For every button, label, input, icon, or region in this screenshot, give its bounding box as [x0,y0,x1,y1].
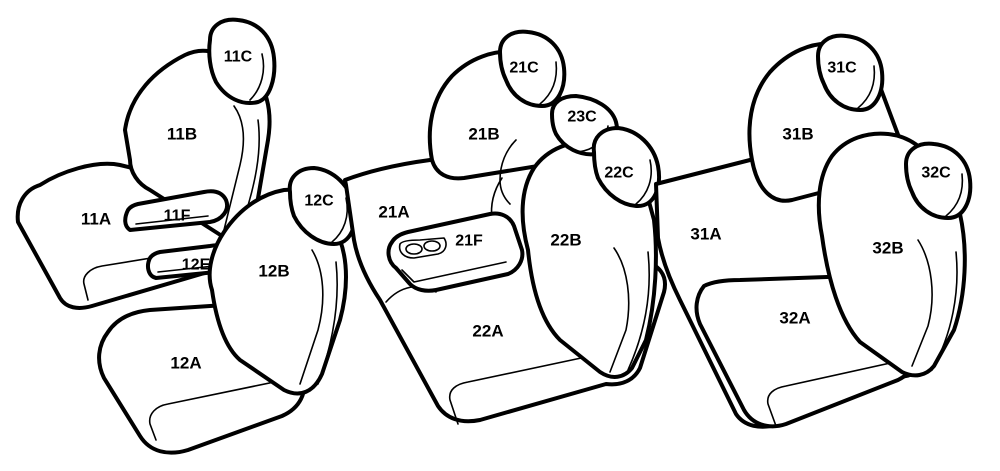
label-11c: 11C [224,49,253,66]
label-32c: 32C [921,165,951,182]
seat-11-group [15,17,277,310]
seat-11f-armrest-seam [135,215,209,225]
seat-31c-headrest [816,33,885,112]
seat-12b-side-seam-2 [317,261,338,385]
seat-21f-armrest [386,211,525,293]
seat-21c-headrest [498,29,567,108]
seat-32c-headrest [904,141,973,220]
cup-hole-1 [405,243,423,255]
seat-12-group [97,166,357,455]
label-21b: 21B [468,125,499,144]
label-11a: 11A [81,210,111,229]
seat-12e-armrest-seam [157,265,215,273]
label-32a: 32A [779,309,810,328]
cup-holder [398,237,447,259]
label-11b: 11B [167,125,197,144]
label-32b: 32B [872,239,903,258]
label-12e: 12E [182,257,211,274]
label-12a: 12A [170,354,201,373]
seat-22c-headrest-seam [635,159,652,205]
seat-12a-cushion-seam [148,379,285,441]
seat-11f-armrest [123,189,229,232]
label-22c: 22C [604,165,634,182]
seat-21a-cushion-seam [448,353,601,425]
seat-11a-cushion-seam [82,249,201,301]
seat-22b-side-seam-2 [627,251,650,371]
cup-hole-2 [423,240,441,252]
label-12c: 12C [304,193,334,210]
seat-21c-headrest-seam [539,61,558,105]
label-23c: 23C [567,109,597,126]
seat-21b-side-seam-2 [499,139,517,205]
seat-labels: 11C 11B 11A 11F 12E 12C 12B 12A 21C 21B … [81,49,951,373]
label-21c: 21C [509,60,539,77]
label-22a: 22A [472,322,503,341]
seat-11c-headrest [207,17,277,105]
label-21a: 21A [378,203,409,222]
seat-32b-side-seam-2 [931,251,958,371]
label-12b: 12B [258,262,289,281]
label-31a: 31A [690,225,721,244]
label-11f: 11F [164,208,191,225]
label-21f: 21F [455,233,483,250]
seat-32b-side-seam [911,239,933,367]
seat-2-group [343,29,667,425]
seat-21f-armrest-seam [401,261,507,283]
seat-11c-headrest-seam [249,53,265,101]
seat-32a-cushion-seam [766,359,905,427]
seat-11b-side-seam [223,105,245,231]
seat-12b-side-seam [299,249,324,385]
label-31c: 31C [827,60,857,77]
seat-32c-headrest-seam [945,173,964,217]
label-31b: 31B [782,125,813,144]
label-22b: 22B [550,231,581,250]
seat-22b-side-seam [609,247,630,373]
seat-31c-headrest-seam [857,65,876,109]
seat-3-group [654,33,973,429]
